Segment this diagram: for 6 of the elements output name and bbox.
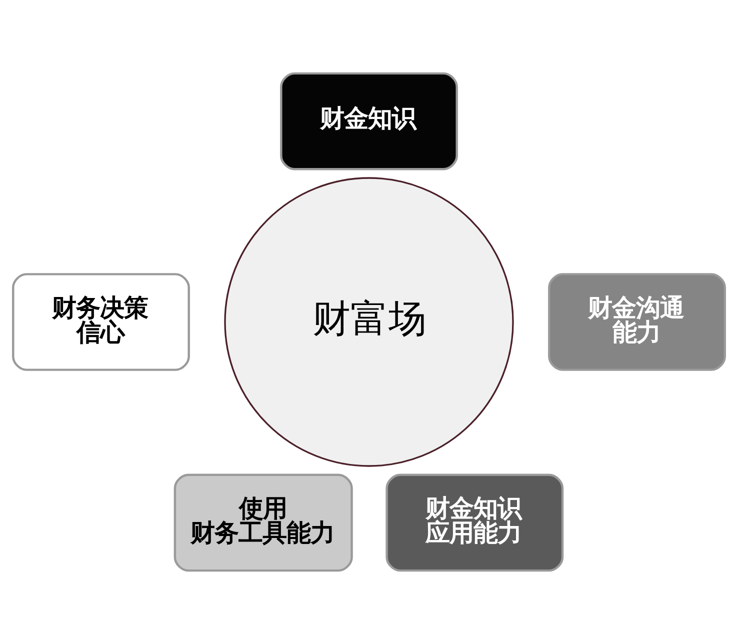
node-box: 财金知识 — [280, 72, 458, 170]
node-box: 财金知识应用能力 — [386, 473, 564, 572]
node-box: 使用财务工具能力 — [174, 473, 353, 572]
node-box: 财金沟通能力 — [548, 272, 726, 370]
node-circle: 财富场 — [224, 176, 514, 466]
node-box: 财务决策信心 — [12, 272, 190, 370]
